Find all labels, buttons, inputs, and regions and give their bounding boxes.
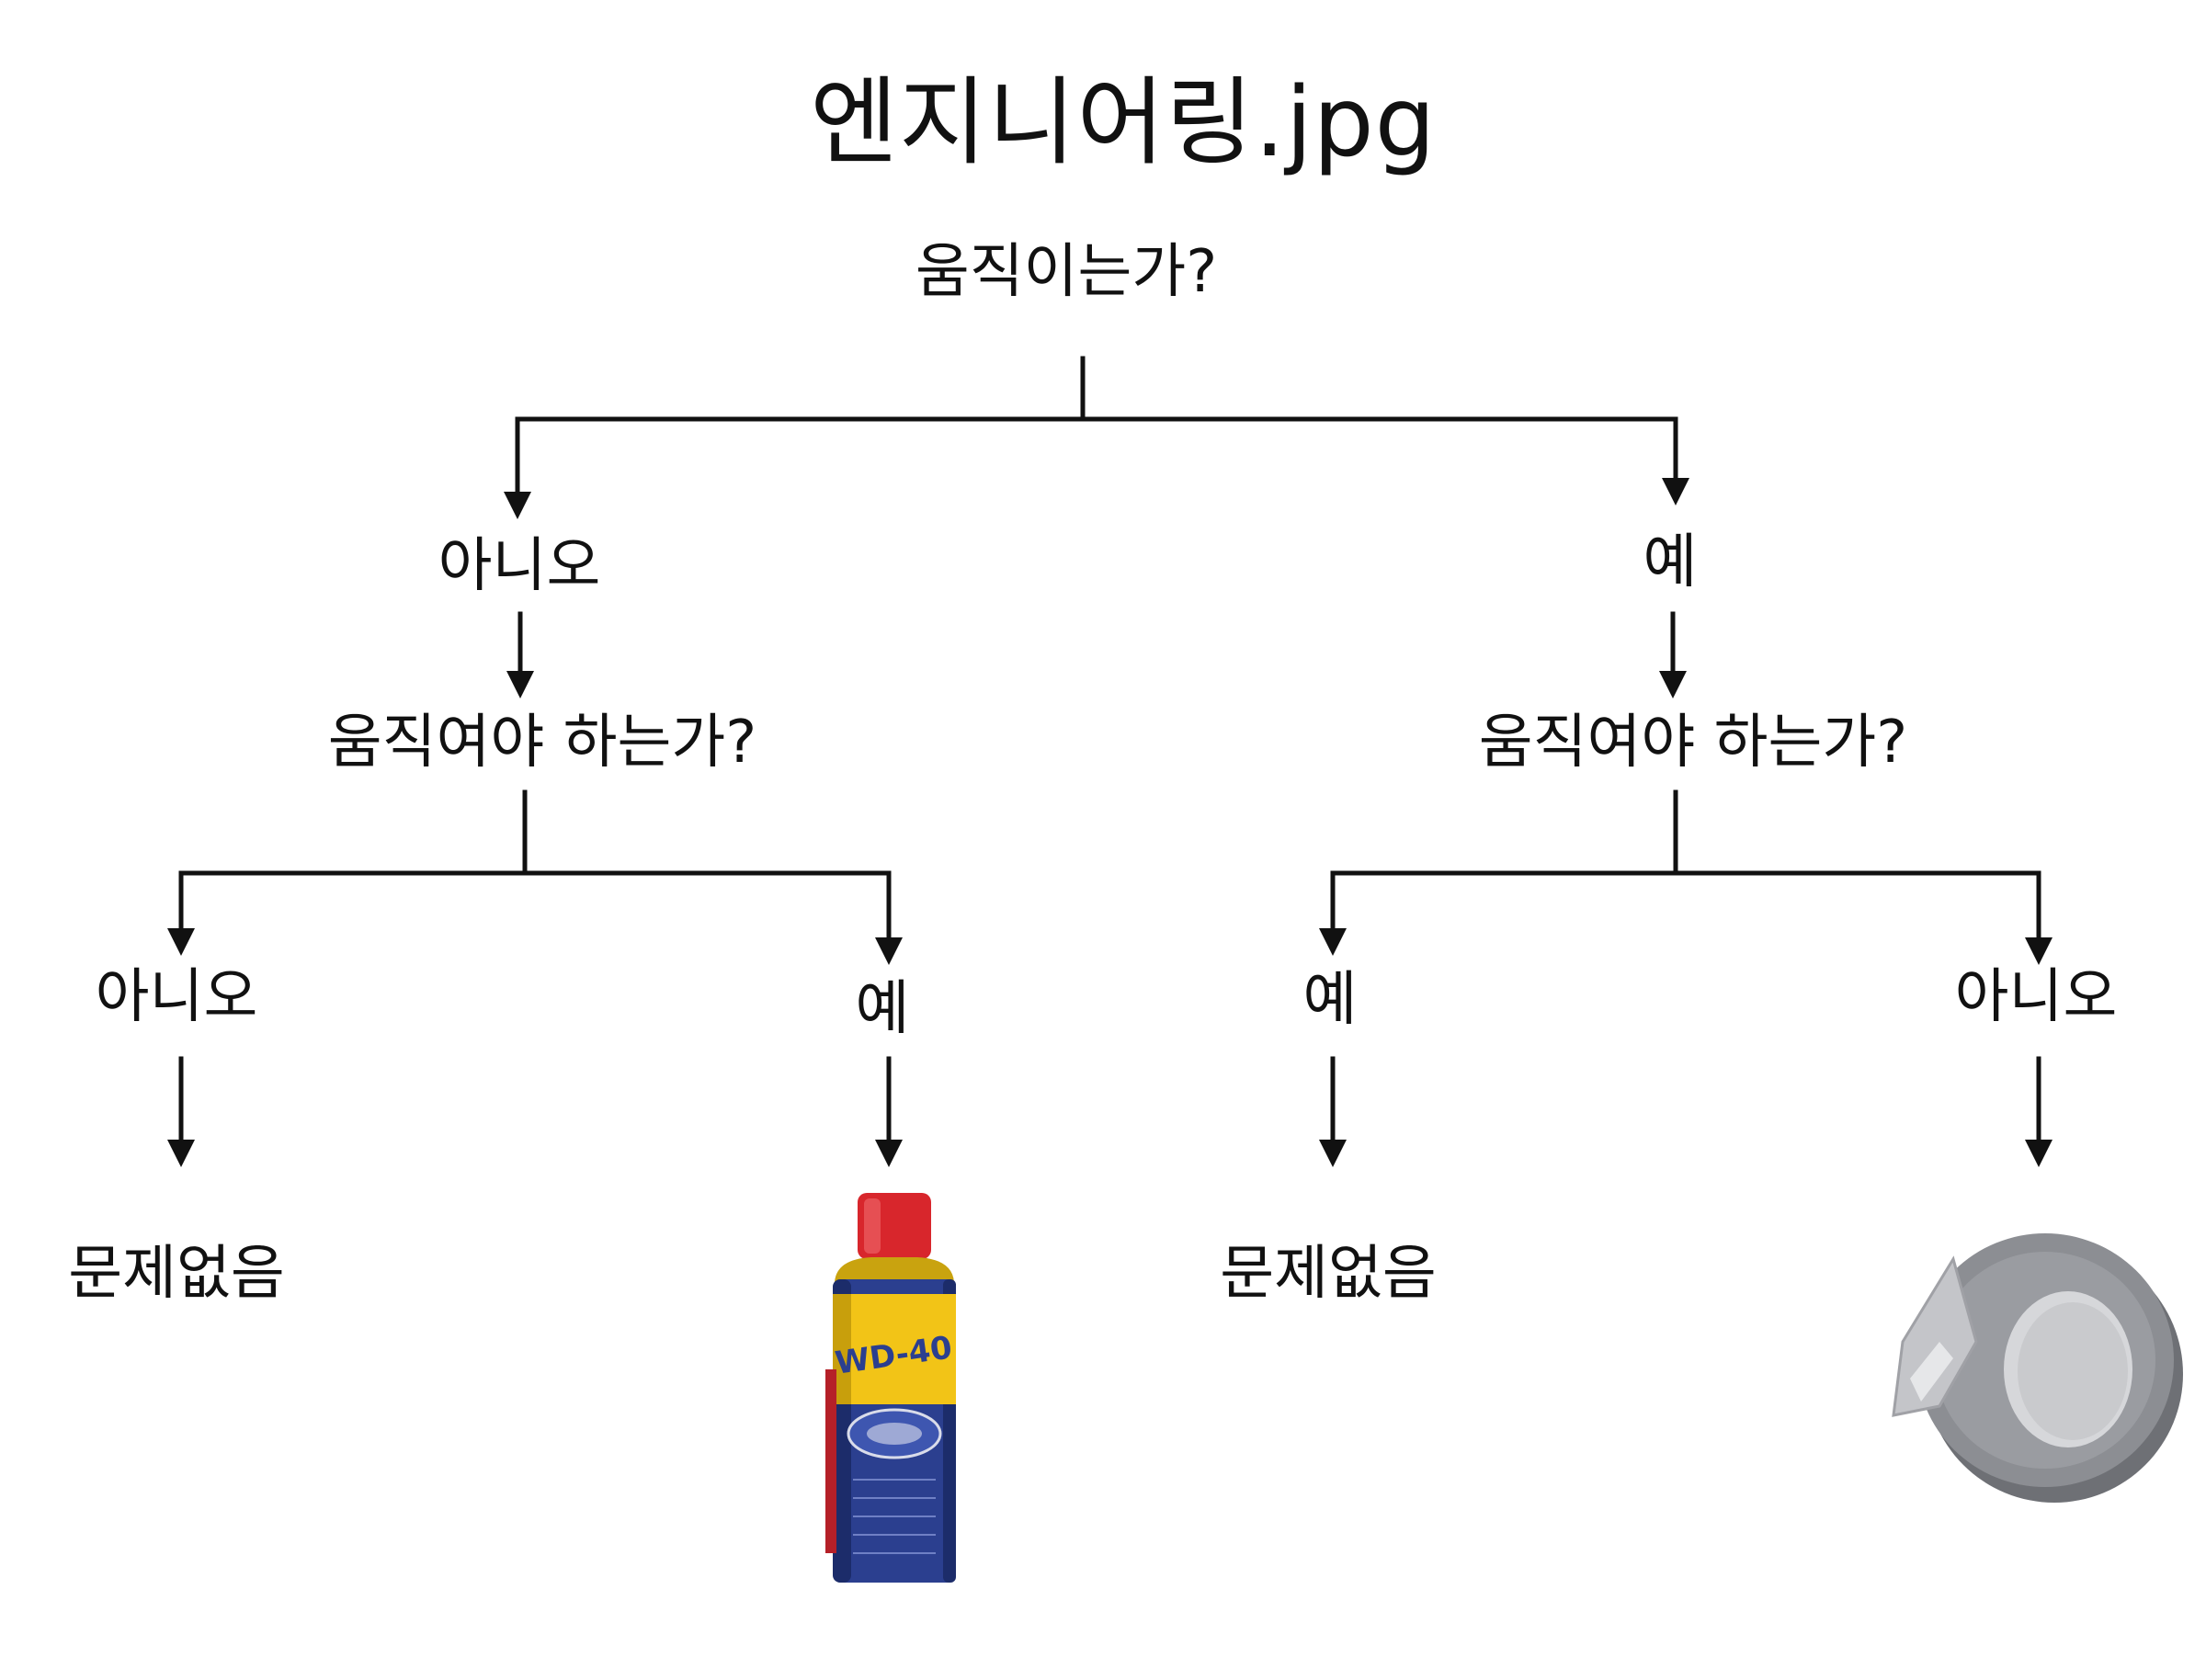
right-branch-question: 움직여야 하는가? — [1478, 709, 1908, 777]
result-no-problem-left: 문제없음 — [68, 1240, 285, 1308]
arrowhead-left-sub-right — [875, 937, 903, 965]
arrowhead-root-right — [1662, 478, 1689, 505]
arrowhead-left-sub-left — [167, 928, 195, 956]
right-branch-answer: 예 — [1643, 528, 1698, 596]
right-right-answer: 아니오 — [1954, 963, 2118, 1031]
arrowhead-leaf1 — [167, 1140, 195, 1167]
root-question: 움직이는가? — [915, 238, 1218, 306]
arrowhead-root-left — [504, 492, 531, 519]
right-left-answer: 예 — [1302, 966, 1358, 1034]
arrowhead-right-answer — [1659, 671, 1687, 698]
duct-tape-roll-image — [1892, 1233, 2183, 1503]
page-title: 엔지니어링.jpg — [810, 66, 1437, 178]
left-branch-question: 움직여야 하는가? — [327, 709, 757, 777]
result-no-problem-right: 문제없음 — [1220, 1240, 1437, 1308]
left-left-answer: 아니오 — [95, 963, 258, 1031]
arrowhead-right-sub-left — [1319, 928, 1347, 956]
arrowhead-leaf2 — [875, 1140, 903, 1167]
wd40-spray-can-image: WD-40 — [825, 1193, 956, 1583]
left-branch-answer: 아니오 — [438, 532, 601, 600]
arrowhead-left-answer — [506, 671, 534, 698]
arrowhead-leaf3 — [1319, 1140, 1347, 1167]
arrowhead-leaf4 — [2025, 1140, 2052, 1167]
left-right-answer: 예 — [855, 975, 910, 1043]
arrowhead-right-sub-right — [2025, 937, 2052, 965]
